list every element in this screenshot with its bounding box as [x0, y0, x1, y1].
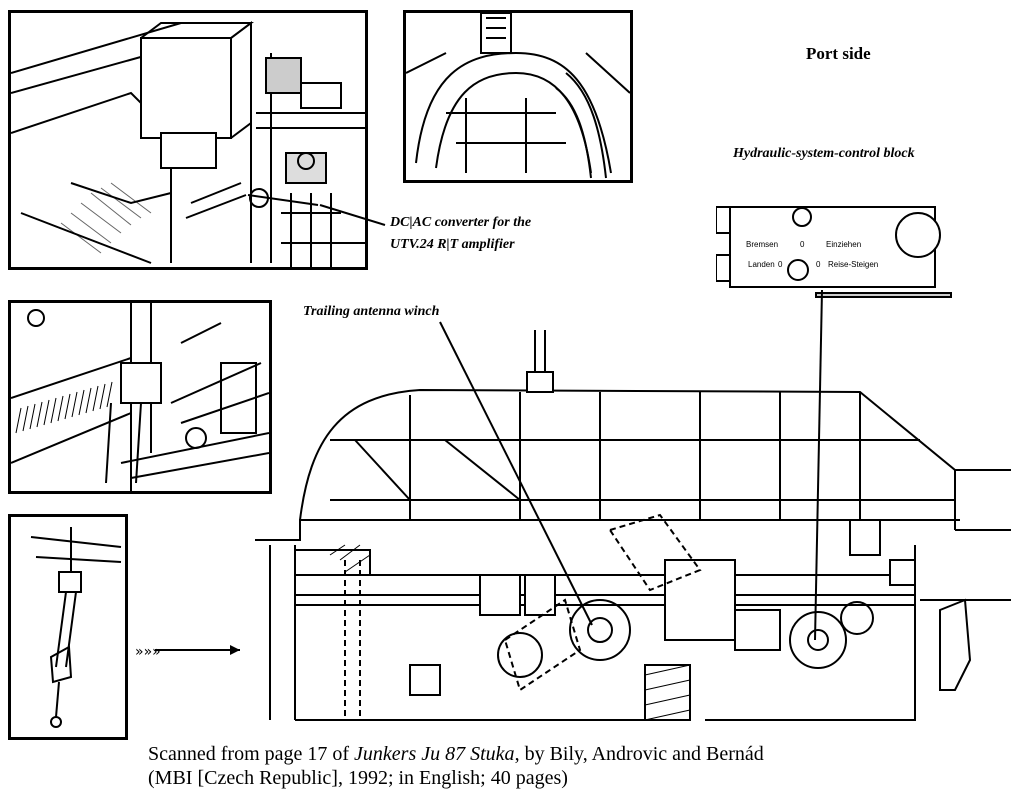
hydraulic-block-label: Hydraulic-system-control block	[733, 146, 915, 161]
canopy-detail-panel	[403, 10, 633, 183]
zero-left-label: 0	[778, 260, 783, 269]
winch-detail-panel	[8, 300, 272, 494]
hydraulic-control-block: Bremsen Einziehen Landen Reise-Steigen 0…	[715, 195, 966, 305]
einziehen-label: Einziehen	[826, 240, 861, 249]
landen-label: Landen	[748, 260, 775, 269]
caption-line2: (MBI [Czech Republic], 1992; in English;…	[148, 767, 568, 789]
book-title: Junkers Ju 87 Stuka	[354, 743, 515, 765]
port-side-label: Port side	[806, 44, 871, 63]
zero-right-label: 0	[816, 260, 821, 269]
converter-detail-panel	[8, 10, 368, 270]
bremsen-label: Bremsen	[746, 240, 778, 249]
arrow-glyph: »»»	[135, 644, 161, 660]
caption: Scanned from page 17 of Junkers Ju 87 St…	[148, 742, 764, 790]
reise-steigen-label: Reise-Steigen	[828, 260, 878, 269]
converter-label-line1: DC|AC converter for the	[390, 215, 532, 230]
caption-line1: Scanned from page 17 of Junkers Ju 87 St…	[148, 743, 764, 765]
zero-top-label: 0	[800, 240, 805, 249]
trailing-winch-label: Trailing antenna winch	[303, 304, 440, 319]
converter-label-line2: UTV.24 R|T amplifier	[390, 237, 515, 252]
antenna-detail-panel	[8, 514, 128, 740]
